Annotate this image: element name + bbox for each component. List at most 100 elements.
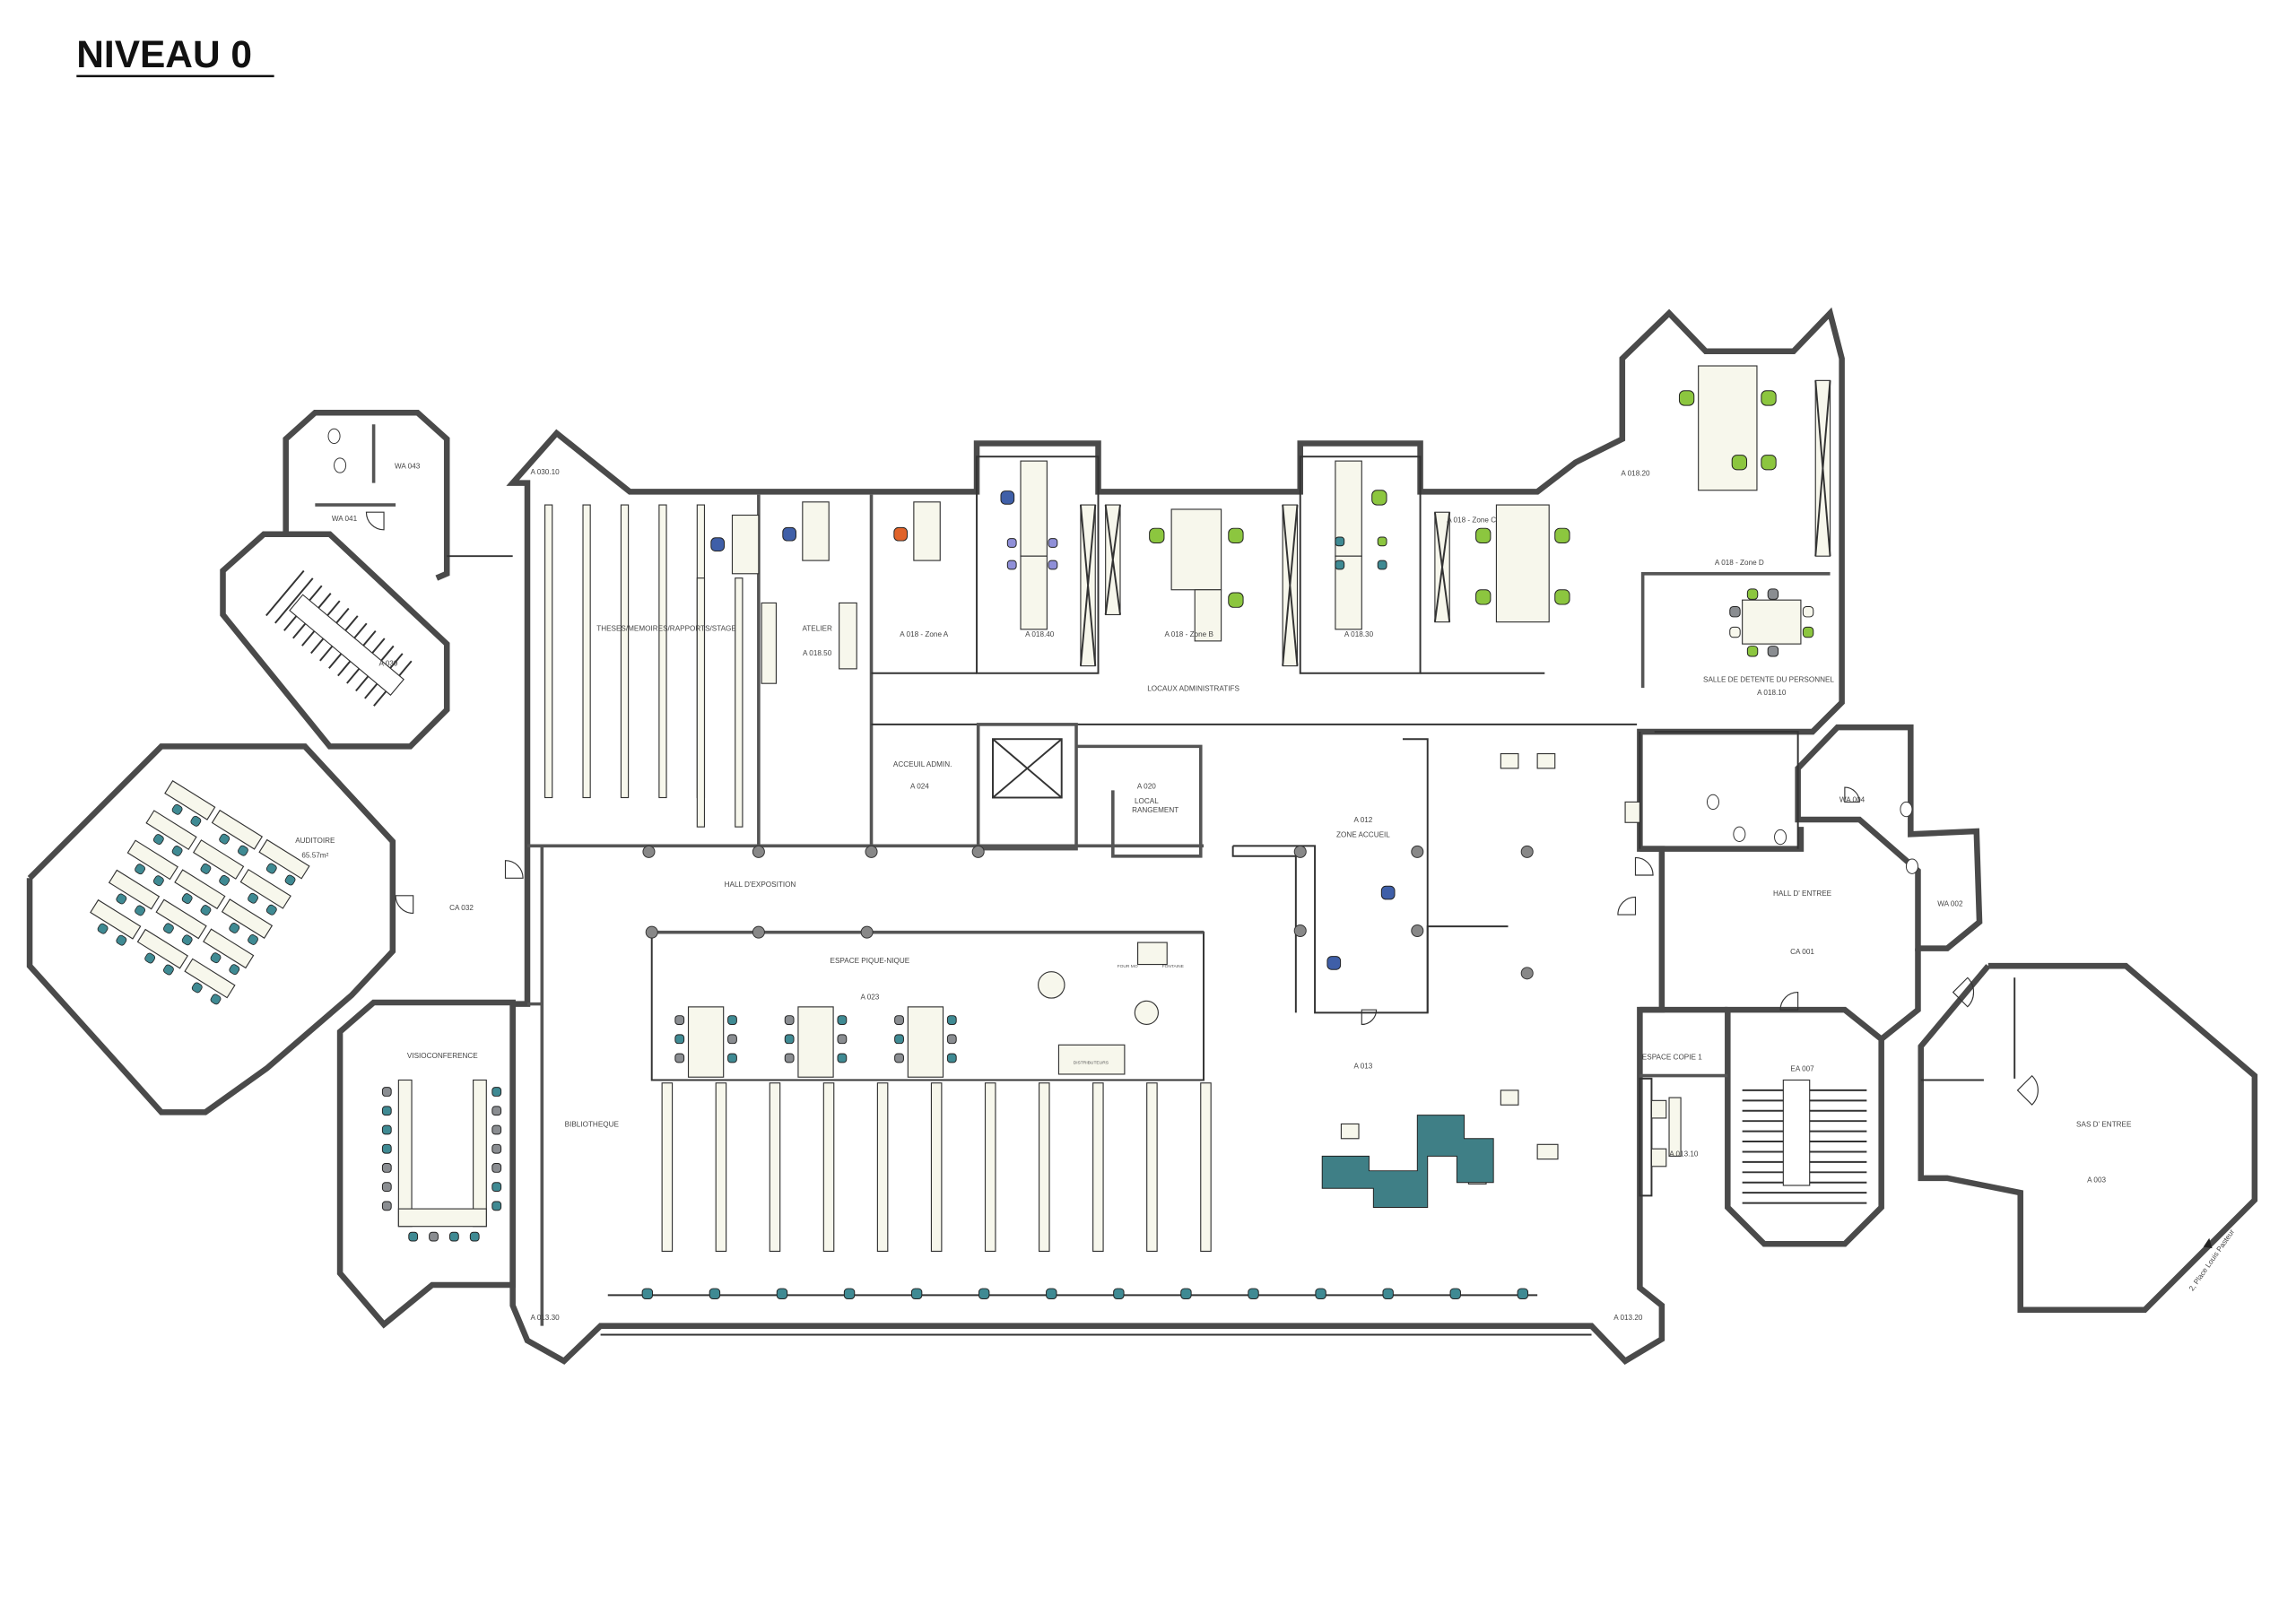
chair-icon [381,1163,392,1173]
label-a039: A 039 [379,660,398,668]
round-table [1134,1000,1159,1026]
copier [1650,1099,1667,1119]
column [865,845,878,858]
sas-entree-outline [1918,962,2258,1313]
chair-icon [727,1034,737,1045]
bookshelf [715,1082,727,1253]
picnic-table [797,1006,834,1078]
chair-icon [1335,560,1345,570]
chair-icon [1449,1288,1461,1299]
toilet-icon [334,457,347,473]
label-locaux-administratifs: LOCAUX ADMINISTRATIFS [1147,684,1239,692]
desk [145,810,197,851]
chair-icon [238,845,248,856]
bookshelf [769,1082,781,1253]
label-ca032: CA 032 [449,904,474,912]
chair-icon [1554,589,1570,605]
chair-icon [674,1053,685,1063]
toilets-wa041-outline [283,409,450,581]
chair-icon [381,1182,392,1193]
chair-icon [1761,390,1777,406]
label-a018-10: A 018.10 [1757,689,1787,697]
label-a018-40: A 018.40 [1025,630,1055,638]
desk [1020,555,1048,630]
label-local: LOCAL [1135,797,1159,805]
elevator-shaft [976,723,1078,851]
chair-icon [1006,538,1017,548]
bookshelf [658,504,667,799]
desk [1495,504,1550,623]
chair-icon [135,864,146,875]
chair-icon [144,952,156,964]
label-hall-entree: HALL D' ENTREE [1773,890,1832,898]
picnic-table [687,1006,725,1078]
column [1293,924,1307,938]
chair-icon [171,803,183,815]
chair-icon [893,526,909,542]
chair-icon [1048,538,1058,548]
desk [108,869,161,910]
label-zone-accueil: ZONE ACCUEIL [1336,831,1390,839]
chair-icon [265,863,277,874]
column [860,925,874,939]
chair-icon [837,1053,848,1063]
chair-icon [674,1015,685,1025]
door-swing [1617,896,1637,916]
lounge-seat [1340,1123,1360,1140]
door-swing [365,511,385,531]
chair-icon [1380,885,1396,900]
label-ca001: CA 001 [1790,948,1814,956]
label-rangement: RANGEMENT [1132,806,1178,814]
chair-icon [1113,1288,1125,1299]
chair-icon [163,964,174,976]
plan-title: NIVEAU 0 [76,33,252,75]
conference-table [473,1079,487,1228]
toilet-icon [1706,794,1720,811]
label-four-mo: FOUR MO [1118,964,1138,969]
label-a020: A 020 [1137,783,1156,791]
chair-icon [946,1034,957,1045]
label-theses: THESES/MEMOIRES/RAPPORTS/STAGE [596,624,736,632]
chair-icon [1802,626,1814,638]
stair-landing [1782,1079,1811,1186]
desk [1020,460,1048,557]
label-fontaine: FONTAINE [1162,964,1185,969]
bookshelf [620,504,630,799]
chair-icon [381,1106,392,1116]
elevator-icon [992,738,1063,799]
furniture [90,365,1918,1299]
label-espace-copie: ESPACE COPIE 1 [1642,1054,1702,1062]
chair-icon [190,815,202,827]
chair-icon [1731,455,1748,471]
bookshelf [1146,1082,1158,1253]
label-zone-c: A 018 - Zone C [1447,516,1496,525]
bookshelf [1092,1082,1104,1253]
label-sas-entree: SAS D' ENTREE [2076,1121,2132,1129]
chair-icon [894,1015,904,1025]
desk [211,809,264,850]
bookshelf [930,1082,943,1253]
bookshelf [822,1082,835,1253]
chair-icon [1000,490,1015,505]
stair-ea007-outline [1725,1006,1884,1247]
chair-icon [381,1143,392,1154]
chair-icon [1729,606,1741,618]
label-wa002: WA 002 [1937,899,1963,907]
label-a003: A 003 [2087,1176,2106,1185]
desk [221,898,274,939]
chair-icon [381,1124,392,1135]
chair-icon [248,892,258,904]
chair-icon [1180,1288,1192,1299]
entrance-arrow-icon [2203,1237,2213,1249]
lounge-seat [1536,752,1556,769]
label-a013: A 013 [1353,1062,1372,1070]
label-accueil-admin: ACCEUIL ADMIN. [893,760,952,768]
bookshelf [1200,1082,1212,1253]
label-wa041: WA 041 [332,515,358,523]
chair-icon [248,934,258,945]
column [1520,845,1534,858]
chair-icon [1335,536,1345,547]
chair-icon [1767,646,1779,657]
bookshelf [876,1082,889,1253]
